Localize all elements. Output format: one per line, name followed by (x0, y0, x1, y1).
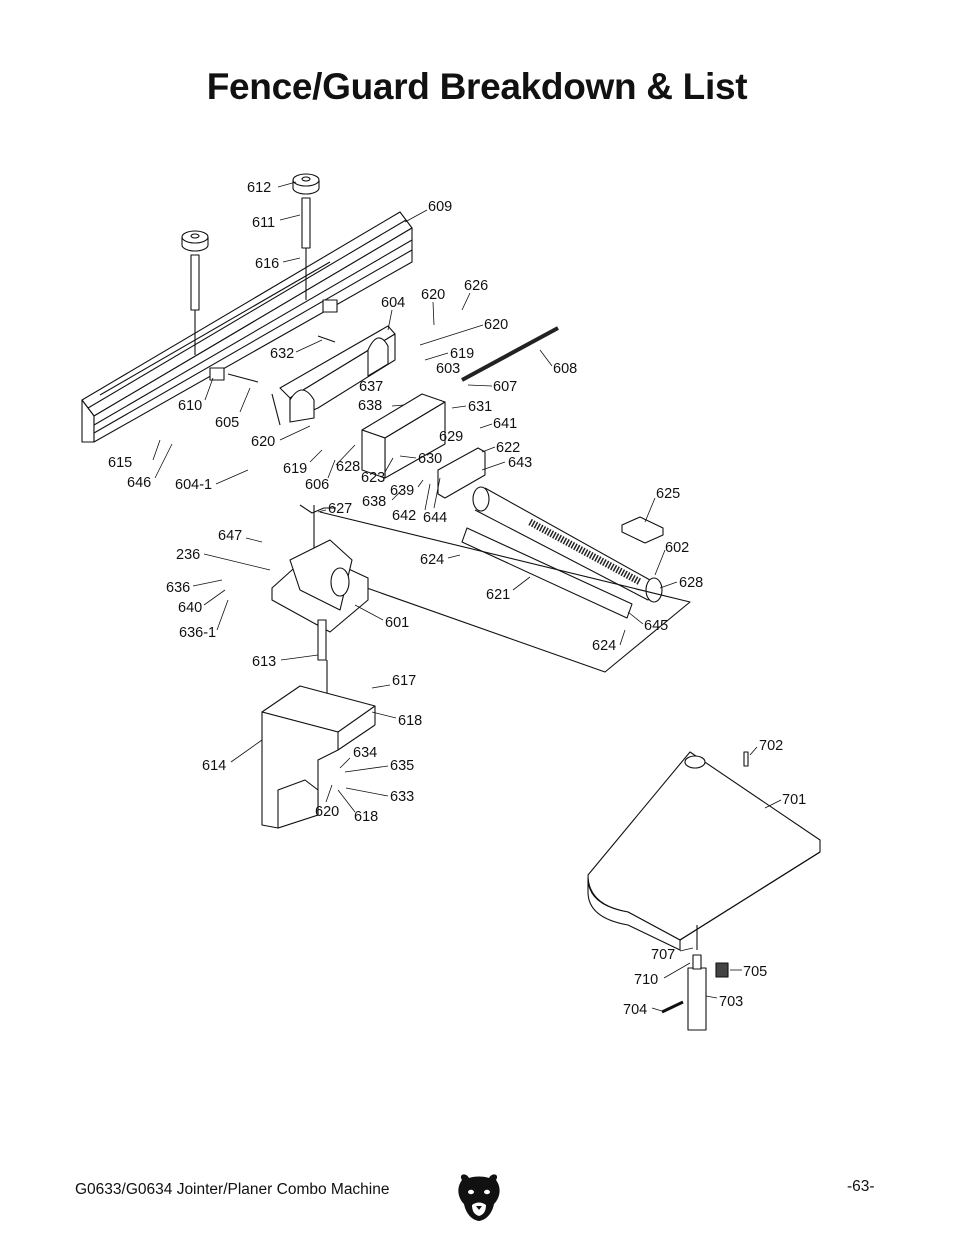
callout-604-1: 604-1 (175, 477, 212, 493)
callout-643: 643 (508, 455, 532, 471)
callout-621: 621 (486, 587, 510, 603)
callout-638: 638 (358, 398, 382, 414)
callout-622: 622 (496, 440, 520, 456)
callout-611: 611 (252, 215, 275, 231)
callout-646: 646 (127, 475, 151, 491)
callout-236: 236 (176, 547, 200, 563)
lock-knob-left (181, 230, 209, 355)
callout-601: 601 (385, 615, 409, 631)
callout-628: 628 (336, 459, 360, 475)
fence-base (271, 504, 369, 633)
callout-636-1: 636-1 (179, 625, 216, 641)
callout-645: 645 (644, 618, 668, 634)
callout-606: 606 (305, 477, 329, 493)
callout-647: 647 (218, 528, 242, 544)
callout-623: 623 (361, 470, 385, 486)
callout-642: 642 (392, 508, 416, 524)
callout-616: 616 (255, 256, 279, 272)
diagram-linework (81, 173, 821, 1031)
callout-leaders (152, 181, 782, 1012)
callout-631: 631 (468, 399, 492, 415)
callout-632: 632 (270, 346, 294, 362)
callout-638: 638 (362, 494, 386, 510)
callout-618: 618 (354, 809, 378, 825)
callout-608: 608 (553, 361, 577, 377)
callout-644: 644 (423, 510, 447, 526)
callout-620: 620 (484, 317, 508, 333)
callout-624: 624 (420, 552, 444, 568)
callout-705: 705 (743, 964, 767, 980)
callout-619: 619 (450, 346, 474, 362)
callout-702: 702 (759, 738, 783, 754)
callout-602: 602 (665, 540, 689, 556)
callout-639: 639 (390, 483, 414, 499)
callout-619: 619 (283, 461, 307, 477)
fence-rail (81, 211, 413, 443)
callout-609: 609 (428, 199, 452, 215)
callout-701: 701 (782, 792, 806, 808)
callout-605: 605 (215, 415, 239, 431)
callout-625: 625 (656, 486, 680, 502)
table-top (587, 751, 821, 951)
callout-640: 640 (178, 600, 202, 616)
callout-704: 704 (623, 1002, 647, 1018)
callout-624: 624 (592, 638, 616, 654)
callout-637: 637 (359, 379, 383, 395)
callout-620: 620 (315, 804, 339, 820)
callout-635: 635 (390, 758, 414, 774)
fence-bracket (271, 325, 396, 426)
callout-620: 620 (421, 287, 445, 303)
page-title: Fence/Guard Breakdown & List (206, 66, 748, 107)
callout-610: 610 (178, 398, 202, 414)
callout-607: 607 (493, 379, 517, 395)
callout-615: 615 (108, 455, 132, 471)
callout-603: 603 (436, 361, 460, 377)
callout-627: 627 (328, 501, 352, 517)
callout-703: 703 (719, 994, 743, 1010)
callout-604: 604 (381, 295, 405, 311)
callout-641: 641 (493, 416, 517, 432)
callout-634: 634 (353, 745, 377, 761)
threaded-rod (461, 326, 559, 382)
callout-626: 626 (464, 278, 488, 294)
slide-block (361, 393, 446, 479)
bear-head-icon (458, 1174, 500, 1221)
callout-613: 613 (252, 654, 276, 670)
support-column (261, 685, 376, 829)
callout-617: 617 (392, 673, 416, 689)
footer-model-name: G0633/G0634 Jointer/Planer Combo Machine (75, 1181, 390, 1198)
page-number: -63- (847, 1178, 875, 1195)
lock-knob-right (292, 173, 320, 300)
callout-707: 707 (651, 947, 675, 963)
callout-620: 620 (251, 434, 275, 450)
callout-633: 633 (390, 789, 414, 805)
callout-710: 710 (634, 972, 658, 988)
callout-630: 630 (418, 451, 442, 467)
callout-636: 636 (166, 580, 190, 596)
callout-618: 618 (398, 713, 422, 729)
callout-612: 612 (247, 180, 271, 196)
guard-tube (472, 486, 663, 603)
callout-629: 629 (439, 429, 463, 445)
callout-614: 614 (202, 758, 226, 774)
callout-628: 628 (679, 575, 703, 591)
